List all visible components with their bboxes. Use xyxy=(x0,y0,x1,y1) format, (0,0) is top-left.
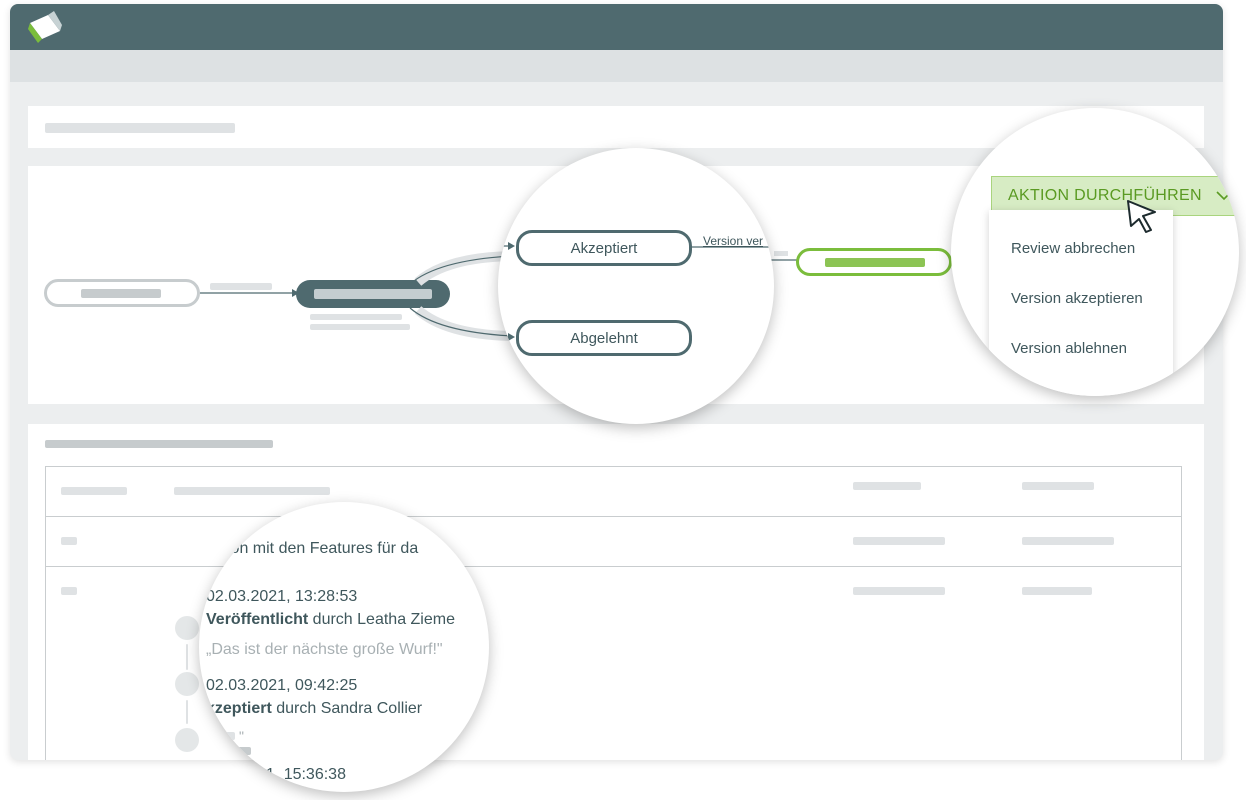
timeline-dot xyxy=(175,672,199,696)
sub-toolbar xyxy=(10,50,1223,82)
table-cell xyxy=(61,587,77,595)
workflow-connector xyxy=(200,289,299,297)
app-logo-icon xyxy=(28,11,62,43)
menu-item-cancel-review[interactable]: Review abbrechen xyxy=(1011,240,1136,257)
edge-label-placeholder xyxy=(210,283,272,290)
action-button[interactable]: AKTION DURCHFÜHREN xyxy=(991,176,1237,216)
table-header-cell xyxy=(61,487,127,495)
activity-timestamp: 02.03.2021, 09:42:25 xyxy=(206,677,358,694)
menu-item-reject-version[interactable]: Version ablehnen xyxy=(1011,340,1127,357)
table-header-cell xyxy=(853,482,921,490)
node-subtext-placeholder xyxy=(310,314,402,320)
timeline-line xyxy=(186,700,188,724)
magnifier-activity-log: sion mit den Features für da 02.03.2021,… xyxy=(199,502,489,792)
table-cell xyxy=(1022,587,1092,595)
node-label-placeholder xyxy=(825,258,925,267)
state-rejected[interactable]: Abgelehnt xyxy=(516,320,692,356)
activity-actor: durch Sandra Collier xyxy=(271,700,423,717)
timeline-dot xyxy=(175,728,199,752)
table-cell xyxy=(853,537,945,545)
workflow-node-draft[interactable] xyxy=(44,279,200,307)
state-accepted[interactable]: Akzeptiert xyxy=(516,230,692,266)
table-divider xyxy=(46,566,1181,567)
action-button-label: AKTION DURCHFÜHREN xyxy=(1008,187,1202,204)
table-header-cell xyxy=(174,487,330,495)
table-cell xyxy=(1022,537,1114,545)
top-navigation-bar xyxy=(10,4,1223,50)
table-divider xyxy=(46,516,1181,517)
activity-comment: " xyxy=(239,728,244,744)
version-description: sion mit den Features für da xyxy=(219,540,419,557)
workflow-node-accepted-final[interactable] xyxy=(796,248,952,276)
activity-entry: kzeptiert durch Sandra Collier xyxy=(206,700,422,718)
details-card xyxy=(28,424,1204,760)
menu-item-accept-version[interactable]: Version akzeptieren xyxy=(1011,290,1143,307)
timeline-line xyxy=(186,644,188,670)
table-cell xyxy=(853,587,945,595)
table-cell xyxy=(61,537,77,545)
comment-placeholder xyxy=(207,747,251,755)
activity-entry: Veröffentlicht durch Leatha Zieme xyxy=(206,611,455,629)
section-title-placeholder xyxy=(45,440,273,448)
activity-action: Veröffentlicht xyxy=(206,611,309,628)
magnifier-workflow: Akzeptiert Abgelehnt Version ver xyxy=(498,148,774,424)
edge-label: Version ver xyxy=(703,234,764,248)
node-label-placeholder xyxy=(314,289,432,299)
timeline-dot xyxy=(175,616,199,640)
workflow-node-in-review[interactable] xyxy=(296,280,450,308)
activity-comment: „Das ist der nächste große Wurf!" xyxy=(206,641,443,658)
mouse-cursor-icon xyxy=(1127,200,1156,233)
comment-placeholder xyxy=(207,732,235,740)
chevron-down-icon xyxy=(1216,191,1232,201)
magnifier-action-menu: AKTION DURCHFÜHREN Review abbrechen Vers… xyxy=(951,108,1239,396)
action-dropdown-menu: Review abbrechen Version akzeptieren Ver… xyxy=(989,210,1173,396)
node-subtext-placeholder xyxy=(310,324,410,330)
activity-timestamp: 21, 15:36:38 xyxy=(257,766,346,783)
node-label-placeholder xyxy=(81,289,161,298)
branch-arrows xyxy=(498,242,774,341)
activity-timestamp: 02.03.2021, 13:28:53 xyxy=(206,588,358,605)
title-placeholder xyxy=(45,123,235,133)
activity-action: kzeptiert xyxy=(206,700,272,717)
table-header-cell xyxy=(1022,482,1094,490)
activity-actor: durch Leatha Zieme xyxy=(308,611,455,628)
